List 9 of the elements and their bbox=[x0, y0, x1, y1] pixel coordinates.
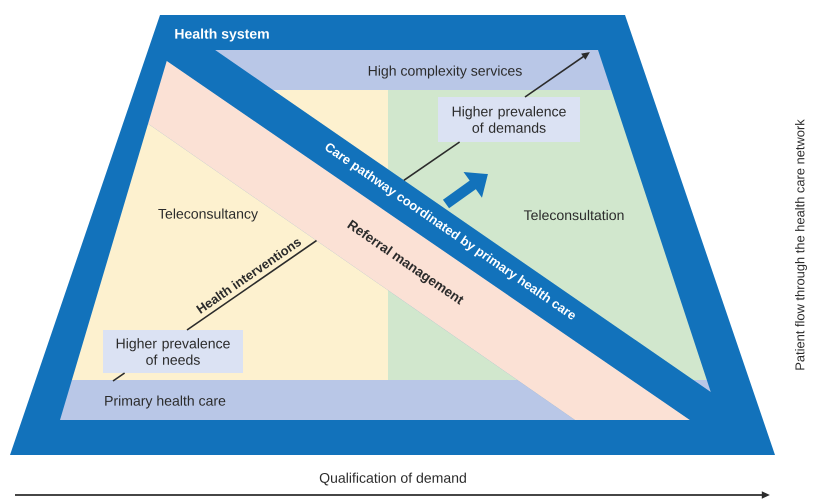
axis-label: Qualification of demand bbox=[320, 472, 466, 486]
region-label: Teleconsultation bbox=[524, 210, 624, 220]
connector-line bbox=[112, 372, 126, 382]
connector-line bbox=[403, 141, 460, 181]
band: Primary health care bbox=[60, 380, 711, 420]
text-box: Higher prevalence of demands bbox=[438, 97, 580, 142]
text-box: Higher prevalence of needs bbox=[103, 330, 243, 373]
connector-line bbox=[186, 240, 317, 331]
axis-label: Patient flow through the health care network bbox=[795, 119, 807, 370]
